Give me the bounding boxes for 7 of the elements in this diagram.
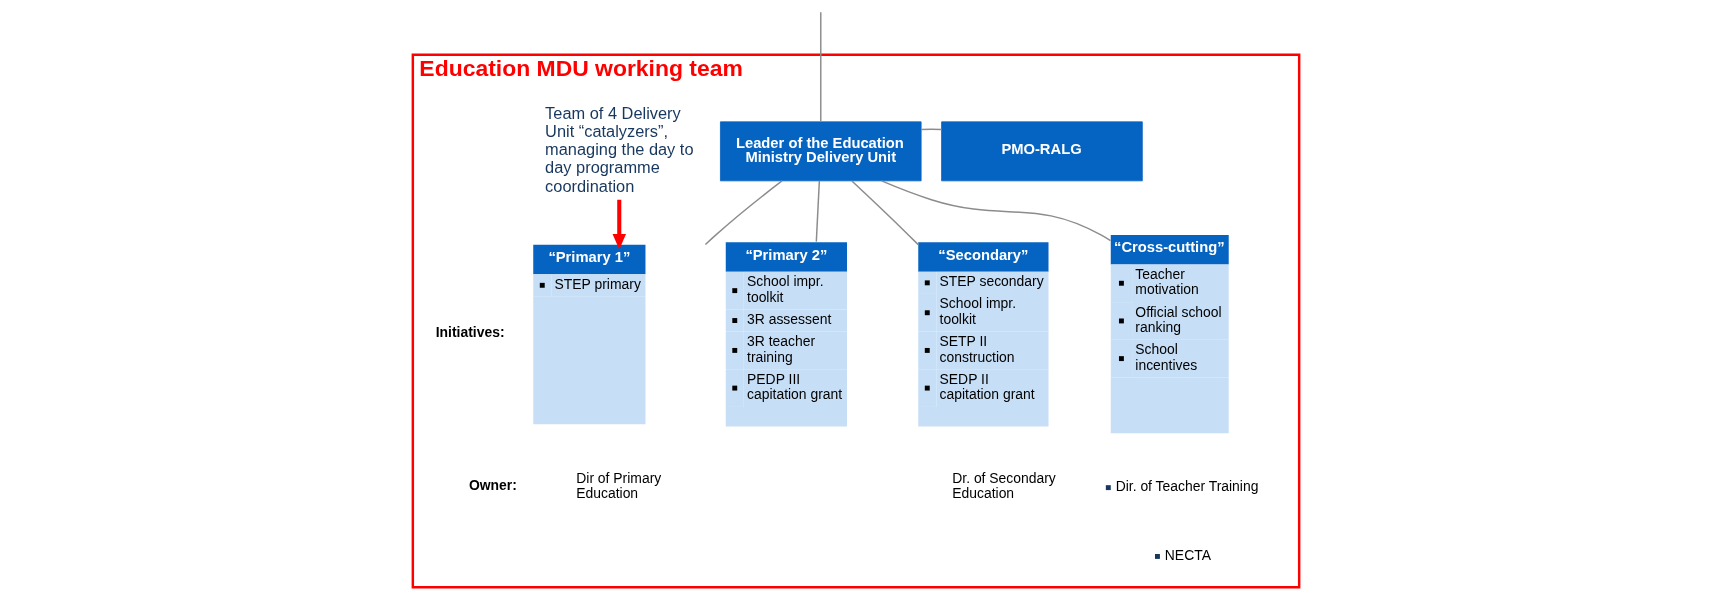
label: Dir of Primary Education [575, 469, 661, 502]
label: Dir. of Teacher Training [1115, 477, 1258, 494]
label: Owner: [468, 476, 517, 493]
node-text: Team of 4 Delivery Unit “catalyzers”, managing the day to day programme coordination [544, 104, 694, 195]
label: Dr. of Secondary Education [951, 469, 1056, 502]
label: Initiatives: [435, 323, 505, 340]
label: NECTA [1164, 546, 1211, 563]
